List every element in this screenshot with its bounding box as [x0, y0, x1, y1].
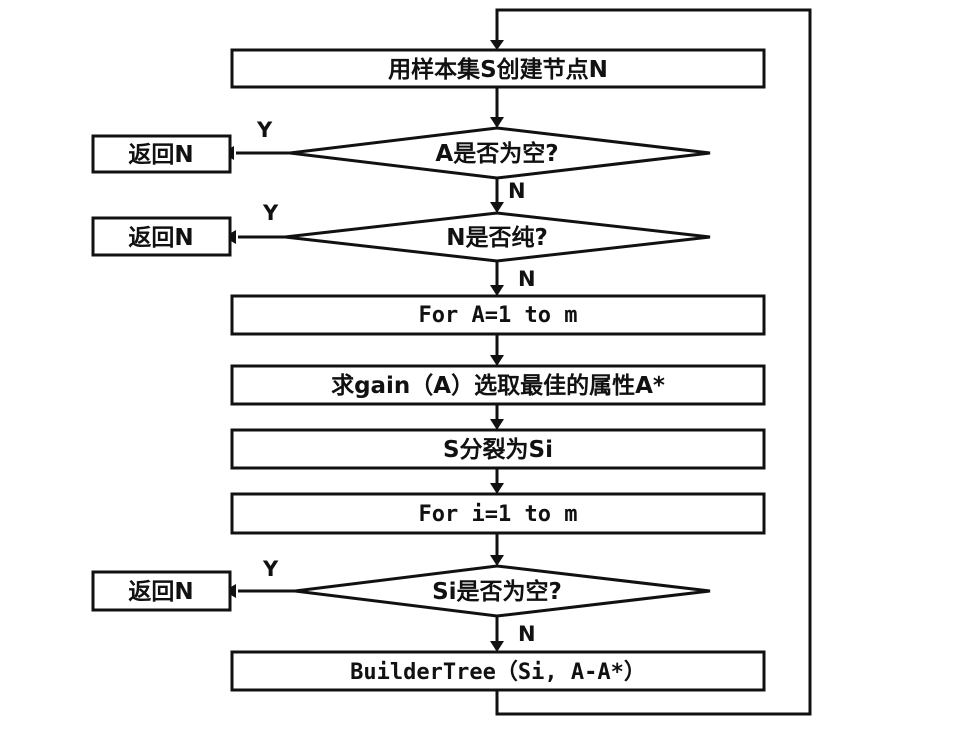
check-n-pure-label: N是否纯? [446, 224, 548, 251]
return-n-label: 返回N [128, 142, 193, 168]
no-label: N [518, 622, 536, 646]
for-i-loop-label: For i=1 to m [419, 502, 578, 527]
check-si-empty-diamond [294, 564, 711, 618]
no-label: N [508, 179, 526, 203]
arrowhead [490, 117, 504, 128]
return-n-label: 返回N [128, 579, 193, 605]
arrowhead [490, 40, 504, 50]
arrowhead [490, 285, 504, 296]
gain-select-label: 求gain（A）选取最佳的属性A* [331, 372, 665, 399]
arrowhead [490, 483, 504, 494]
return-n-box [91, 216, 232, 257]
check-si-empty-label: Si是否为空? [432, 578, 562, 605]
check-n-pure-diamond [284, 211, 711, 263]
for-i-loop-box [230, 492, 766, 535]
no-label: N [518, 267, 536, 291]
return-n-box [91, 570, 232, 612]
yes-label: Y [256, 118, 273, 142]
for-a-loop-label: For A=1 to m [419, 303, 578, 328]
create-node-label: 用样本集S创建节点N [388, 56, 608, 83]
arrowhead [490, 419, 504, 430]
yes-label: Y [262, 557, 279, 581]
loop-back-connector [495, 8, 812, 716]
create-node-box [230, 48, 766, 89]
yes-label: Y [262, 201, 279, 225]
return-n-box [91, 134, 232, 174]
builder-tree-label: BuilderTree（Si, A-A*） [350, 660, 646, 685]
split-s-label: S分裂为Si [443, 437, 553, 463]
check-a-empty-diamond [289, 126, 711, 180]
arrowhead [490, 555, 504, 566]
arrowhead [490, 355, 504, 366]
arrowhead [490, 202, 504, 213]
gain-select-box [230, 364, 766, 406]
check-a-empty-label: A是否为空? [435, 140, 558, 167]
return-n-label: 返回N [128, 225, 193, 251]
builder-tree-box [230, 650, 766, 692]
arrowhead [490, 641, 504, 652]
